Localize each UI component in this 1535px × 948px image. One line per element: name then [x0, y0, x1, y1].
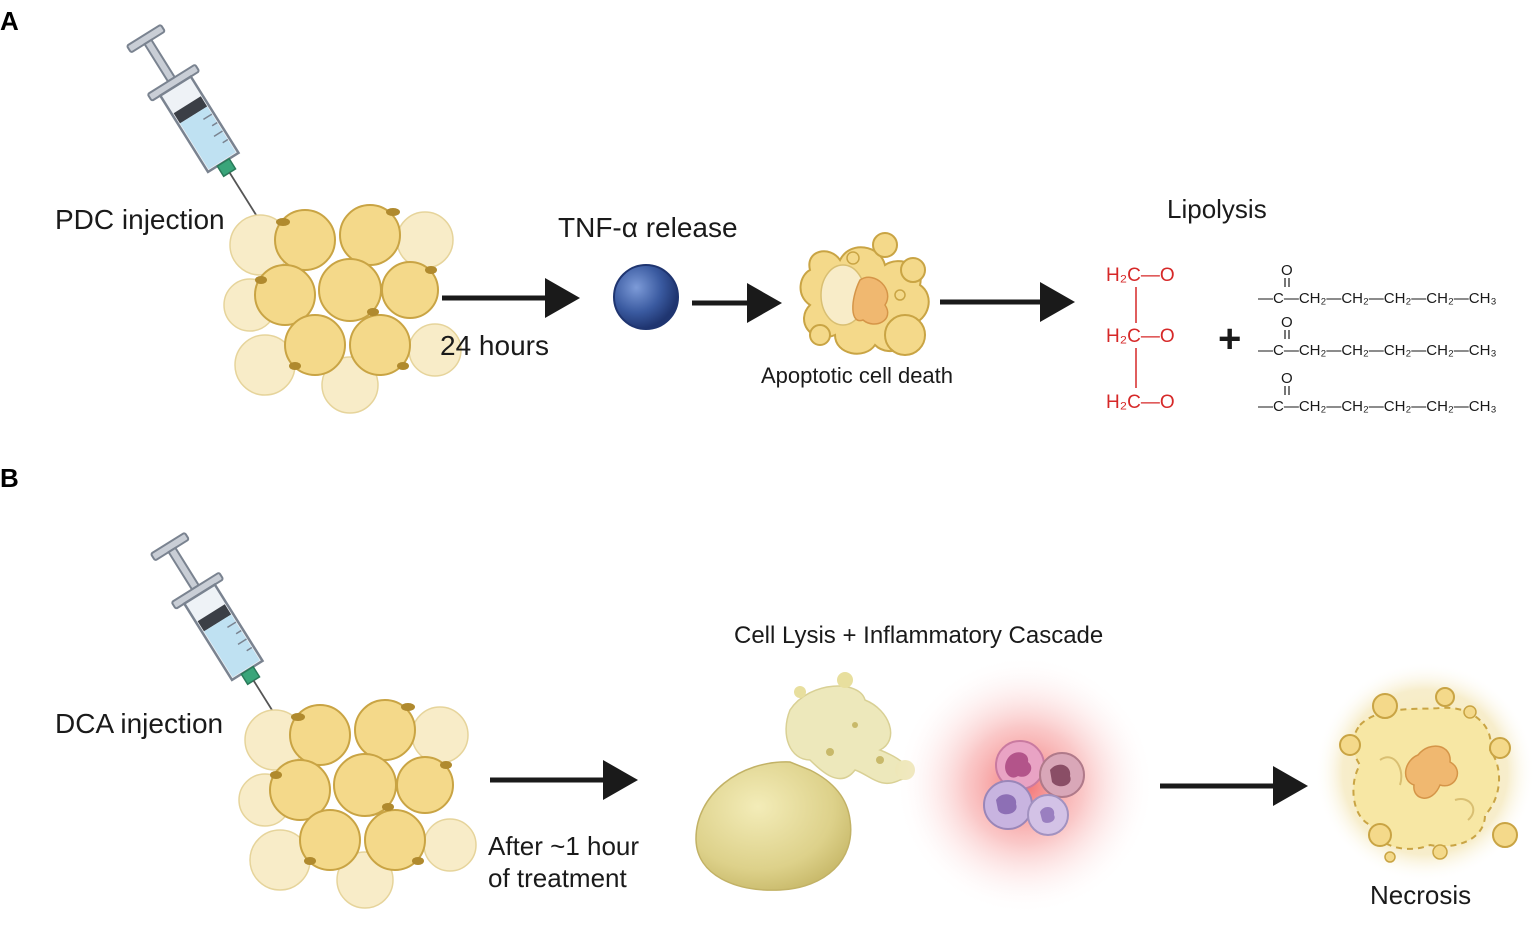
fatty-acid-1-oxygen: O	[1281, 262, 1293, 279]
fatty-acid-3-oxygen: O	[1281, 370, 1293, 387]
plus-sign: +	[1218, 317, 1241, 361]
apoptotic-cell-death-label: Apoptotic cell death	[761, 363, 953, 388]
cell-lysis-label: Cell Lysis + Inflammatory Cascade	[734, 622, 1103, 649]
tnf-molecule-icon	[613, 264, 679, 330]
panel-a-letter: A	[0, 6, 19, 36]
fatty-acid-2-chain: —C—CH₂—CH₂—CH₂—CH₂—CH₃	[1258, 342, 1497, 359]
time-label-24h: 24 hours	[440, 330, 549, 361]
fatty-acid-3-chain: —C—CH₂—CH₂—CH₂—CH₂—CH₃	[1258, 398, 1497, 415]
necrosis-label: Necrosis	[1370, 880, 1471, 910]
time-label-line1: After ~1 hour	[488, 831, 639, 861]
panel-b-letter: B	[0, 463, 19, 493]
necrotic-cell-icon	[1315, 662, 1535, 882]
time-label-line2: of treatment	[488, 863, 628, 893]
immune-cells-icon	[983, 740, 1085, 836]
glycerol-row-1: H₂C—O	[1106, 265, 1175, 286]
lysed-cell-icon	[695, 672, 915, 891]
pdc-injection-label: PDC injection	[55, 204, 225, 235]
glycerol-structure: H₂C—O H₂C—O H₂C—O	[1106, 265, 1175, 413]
adipocyte-cluster-icon	[238, 699, 477, 909]
fatty-acid-structures: O —C—CH₂—CH₂—CH₂—CH₂—CH₃ O —C—CH₂—CH₂—CH…	[1258, 262, 1497, 415]
lipolysis-label: Lipolysis	[1167, 194, 1267, 224]
dca-injection-label: DCA injection	[55, 708, 223, 739]
glycerol-row-3: H₂C—O	[1106, 392, 1175, 413]
glycerol-row-2: H₂C—O	[1106, 326, 1175, 347]
tnf-release-label: TNF-α release	[558, 212, 738, 243]
fatty-acid-2-oxygen: O	[1281, 314, 1293, 331]
fatty-acid-1-chain: —C—CH₂—CH₂—CH₂—CH₂—CH₃	[1258, 290, 1497, 307]
apoptotic-cell-icon	[799, 232, 930, 356]
adipocyte-cluster-icon	[223, 204, 462, 414]
